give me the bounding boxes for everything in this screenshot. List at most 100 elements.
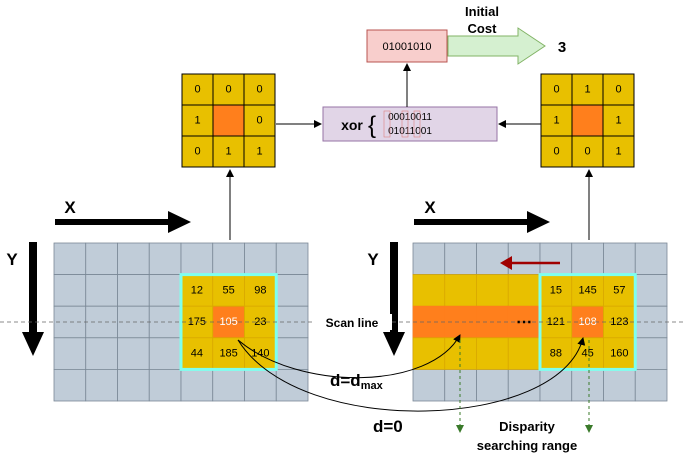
- window-value: 45: [582, 348, 594, 360]
- image-pixel: [634, 337, 668, 370]
- window-value: 44: [191, 348, 203, 360]
- census-bit: 1: [553, 115, 559, 127]
- census-bit: 1: [256, 146, 262, 158]
- d-zero-label: d=0: [373, 417, 403, 436]
- image-pixel: [53, 368, 87, 402]
- census-cell: [540, 73, 573, 106]
- right-x-axis-arrow: [414, 211, 550, 233]
- image-pixel: [539, 242, 573, 276]
- scan-line-label: Scan line: [326, 316, 379, 330]
- census-cell: [243, 73, 276, 106]
- census-bit: 0: [225, 84, 231, 96]
- image-pixel: [275, 368, 309, 402]
- image-pixel: [634, 274, 668, 307]
- d-max-subscript: max: [361, 380, 384, 392]
- image-pixel: [244, 242, 277, 276]
- search-band-cell: [507, 337, 541, 370]
- image-pixel: [476, 242, 509, 276]
- image-pixel: [412, 242, 446, 276]
- right-y-axis-arrow: [383, 242, 405, 356]
- image-pixel: [507, 242, 541, 276]
- census-bit: 1: [225, 146, 231, 158]
- census-cell: [540, 135, 573, 168]
- window-value: 57: [613, 284, 625, 296]
- census-cell: [540, 104, 573, 137]
- image-pixel: [148, 337, 182, 370]
- image-pixel: [180, 368, 214, 402]
- image-pixel: [180, 242, 214, 276]
- image-pixel: [507, 368, 541, 402]
- census-cell: [602, 104, 635, 137]
- xor-box: [322, 106, 498, 142]
- window-pixel: [603, 337, 636, 370]
- census-bit: 0: [553, 146, 559, 158]
- image-pixel: [85, 368, 118, 402]
- window-pixel: [180, 337, 214, 370]
- census-cell: [571, 135, 604, 168]
- window-value: 98: [254, 284, 266, 296]
- image-pixel: [476, 368, 509, 402]
- image-pixel: [275, 242, 309, 276]
- xor-row2: 01011001: [388, 126, 432, 137]
- census-bit: 1: [615, 115, 621, 127]
- image-pixel: [571, 242, 604, 276]
- image-pixel: [85, 274, 118, 307]
- d-max-label: d=dmax: [330, 371, 384, 392]
- search-band-cell: [444, 337, 477, 370]
- image-pixel: [117, 274, 150, 307]
- image-pixel: [117, 337, 150, 370]
- search-direction-arrowhead: [500, 256, 512, 270]
- search-band-cell: [476, 274, 509, 307]
- search-band-cell: [412, 274, 446, 307]
- window-value: 12: [191, 284, 203, 296]
- census-bit: 0: [615, 84, 621, 96]
- ellipsis-dots: ⋯: [516, 314, 532, 331]
- window-value: 160: [610, 348, 628, 360]
- census-bit: 0: [194, 84, 200, 96]
- census-cell: [181, 73, 214, 106]
- census-bit: 1: [584, 84, 590, 96]
- d-max-main: d=d: [330, 371, 361, 390]
- image-pixel: [444, 242, 477, 276]
- xor-label: xor: [341, 117, 363, 133]
- image-pixel: [148, 368, 182, 402]
- census-cell: [602, 135, 635, 168]
- initial-cost-title-line1: Initial: [465, 4, 499, 19]
- window-center-value: 108: [578, 316, 596, 328]
- search-band-cell: [444, 274, 477, 307]
- window-pixel: [212, 274, 245, 307]
- window-value: 55: [223, 284, 235, 296]
- window-pixel: [571, 274, 604, 307]
- image-pixel: [212, 242, 245, 276]
- census-bit: 1: [194, 115, 200, 127]
- image-pixel: [275, 337, 309, 370]
- disparity-label-line2: searching range: [477, 438, 577, 453]
- window-value: 145: [578, 284, 596, 296]
- window-value: 15: [550, 284, 562, 296]
- window-pixel: [603, 274, 636, 307]
- binary-result-box: [366, 29, 448, 63]
- window-value: 88: [550, 348, 562, 360]
- image-pixel: [53, 274, 87, 307]
- binary-result-text: 01001010: [383, 41, 432, 53]
- census-bit: 0: [553, 84, 559, 96]
- census-bit: 0: [256, 115, 262, 127]
- image-pixel: [444, 368, 477, 402]
- image-pixel: [412, 368, 446, 402]
- image-pixel: [212, 368, 245, 402]
- window-value: 140: [251, 348, 269, 360]
- census-bit: 0: [256, 84, 262, 96]
- image-pixel: [148, 274, 182, 307]
- image-pixel: [117, 368, 150, 402]
- image-pixel: [539, 368, 573, 402]
- image-pixel: [634, 242, 668, 276]
- right-x-axis-label: X: [424, 198, 436, 217]
- search-band-cell: [507, 274, 541, 307]
- image-pixel: [603, 368, 636, 402]
- image-pixel: [85, 337, 118, 370]
- image-pixel: [275, 274, 309, 307]
